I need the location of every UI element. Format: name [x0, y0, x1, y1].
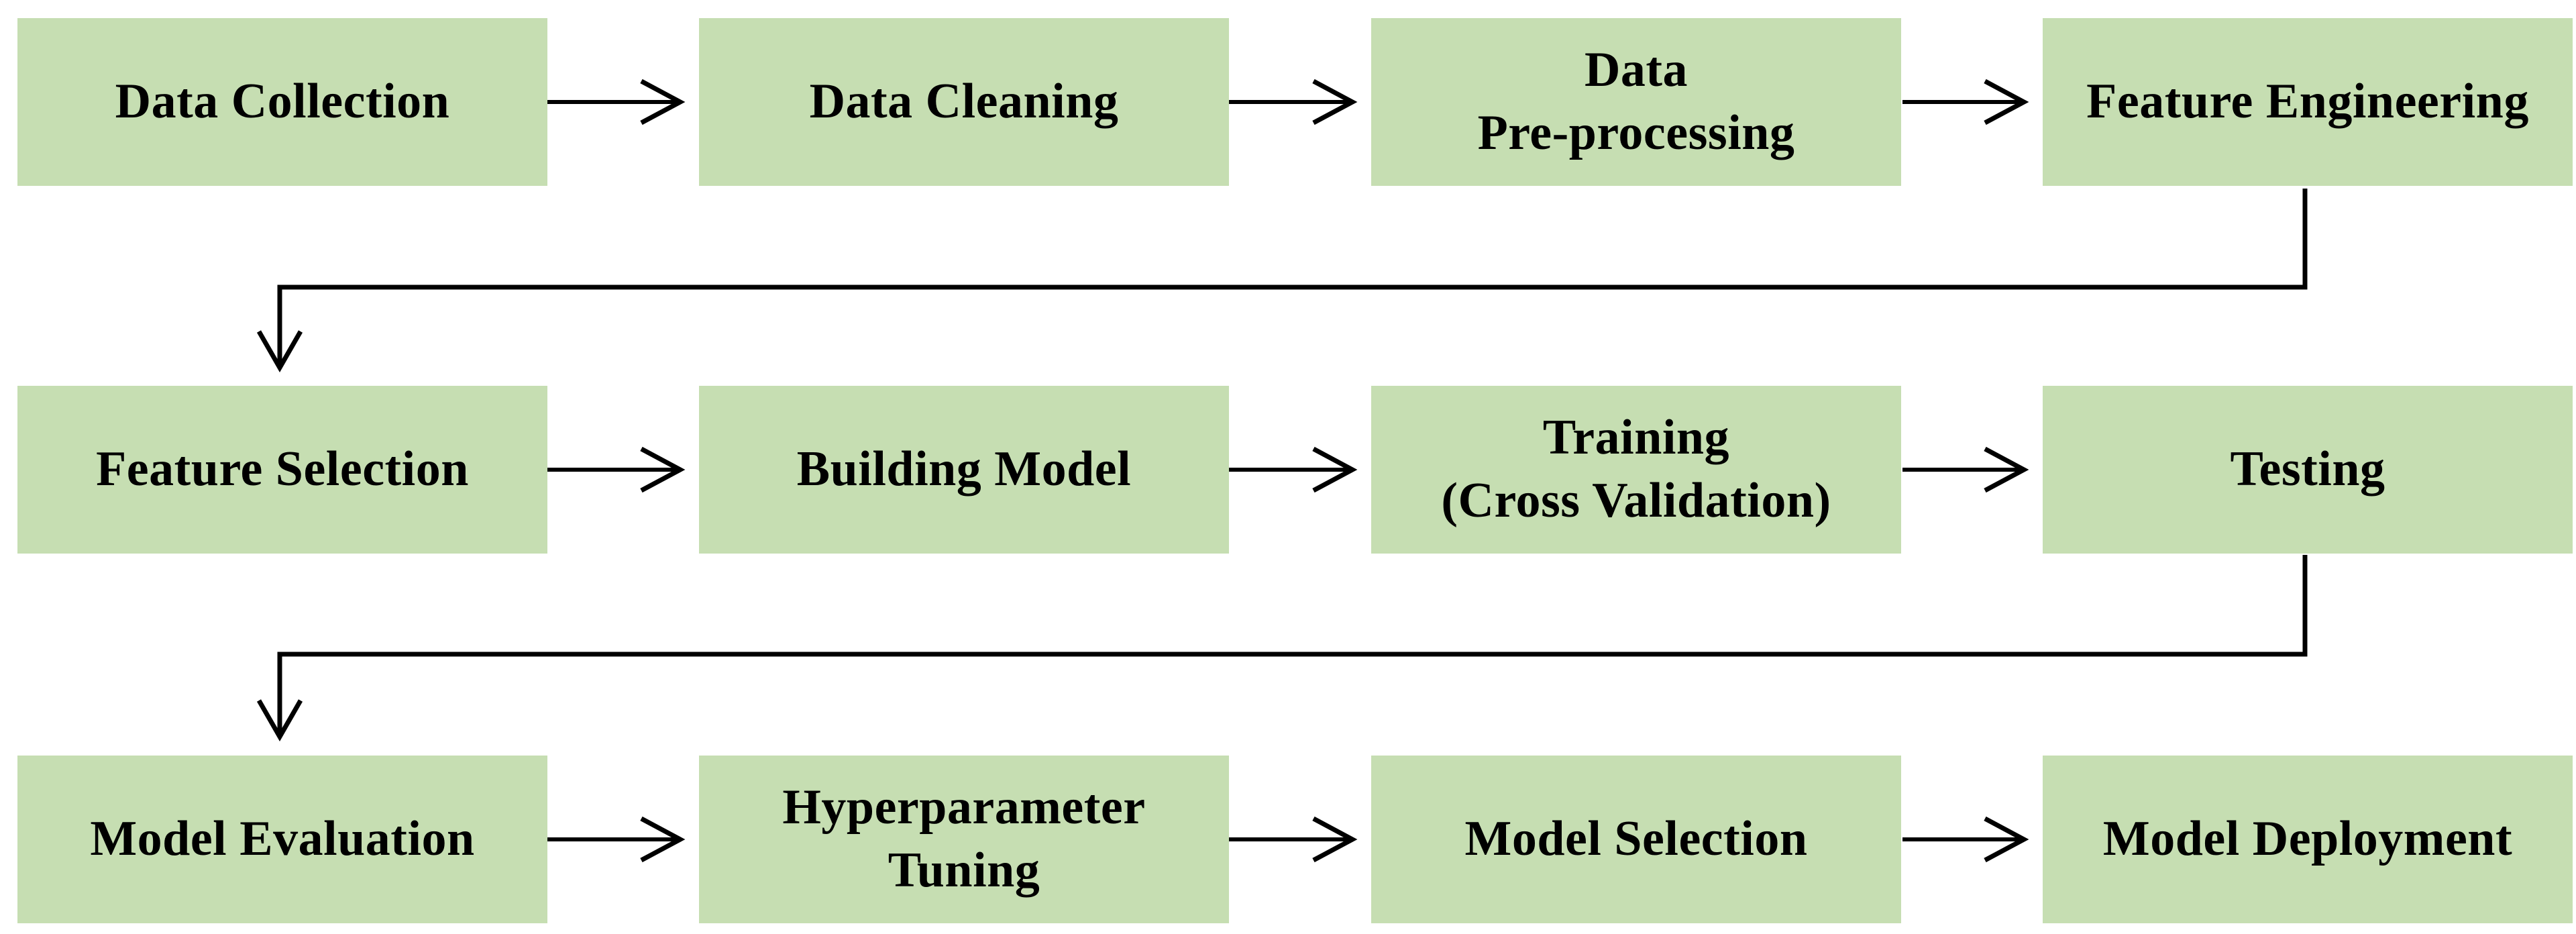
flow-box-label: Training (Cross Validation): [1441, 410, 1831, 528]
flow-box-label: Hyperparameter Tuning: [782, 780, 1146, 898]
flow-box-model-evaluation: Model Evaluation: [17, 756, 547, 923]
flow-box-label: Model Selection: [1464, 811, 1808, 867]
flow-box-feature-selection: Feature Selection: [17, 386, 547, 554]
flow-box-feature-engineering: Feature Engineering: [2043, 18, 2573, 186]
right-arrow-icon-tuning-to-selection: [1229, 816, 1358, 863]
flow-box-model-selection: Model Selection: [1371, 756, 1901, 923]
flow-box-label: Data Pre-processing: [1477, 42, 1795, 160]
right-arrow-icon-preprocessing-to-feature-engineering: [1902, 79, 2029, 125]
right-arrow-icon-training-to-testing: [1902, 446, 2029, 493]
right-arrow-icon-selection-to-deployment: [1902, 816, 2029, 863]
flow-box-label: Feature Engineering: [2086, 74, 2529, 129]
right-arrow-icon-collection-to-cleaning: [547, 79, 686, 125]
flow-box-label: Testing: [2230, 442, 2385, 497]
flow-box-label: Feature Selection: [96, 442, 469, 497]
elbow-connector-testing-to-model-evaluation: [256, 555, 2308, 742]
flow-box-data-cleaning: Data Cleaning: [699, 18, 1229, 186]
flow-box-model-deployment: Model Deployment: [2043, 756, 2573, 923]
flow-box-data-preprocessing: Data Pre-processing: [1371, 18, 1901, 186]
flow-box-hyperparameter-tuning: Hyperparameter Tuning: [699, 756, 1229, 923]
elbow-connector-feature-engineering-to-feature-selection: [256, 189, 2308, 373]
flow-box-label: Data Cleaning: [809, 74, 1119, 129]
flow-box-building-model: Building Model: [699, 386, 1229, 554]
right-arrow-icon-evaluation-to-tuning: [547, 816, 686, 863]
flow-box-label: Building Model: [796, 442, 1132, 497]
right-arrow-icon-cleaning-to-preprocessing: [1229, 79, 1358, 125]
flow-box-label: Data Collection: [115, 74, 450, 129]
flow-box-label: Model Evaluation: [90, 811, 475, 867]
flow-box-data-collection: Data Collection: [17, 18, 547, 186]
flow-box-testing: Testing: [2043, 386, 2573, 554]
flow-box-training-cross-validation: Training (Cross Validation): [1371, 386, 1901, 554]
right-arrow-icon-building-to-training: [1229, 446, 1358, 493]
flow-box-label: Model Deployment: [2102, 811, 2513, 867]
right-arrow-icon-selection-to-building: [547, 446, 686, 493]
